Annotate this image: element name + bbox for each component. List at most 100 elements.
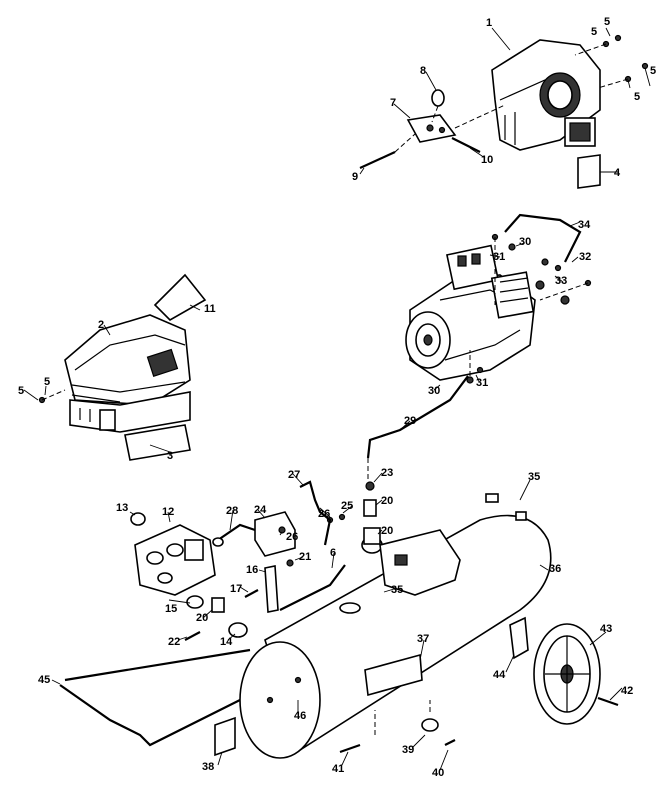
part-6-tube (279, 564, 346, 611)
part-4-label-plate (577, 154, 601, 189)
part-29-discharge-tube (366, 375, 469, 459)
callout-30: 30 (519, 236, 531, 248)
callout-14: 14 (220, 636, 233, 648)
callout-31: 31 (493, 251, 505, 263)
callout-11: 11 (204, 303, 216, 315)
part-28-cord (212, 523, 256, 547)
callout-5: 5 (18, 385, 24, 397)
part-7-bracket (406, 114, 457, 143)
callout-42: 42 (621, 685, 633, 697)
part-13-knob (130, 512, 146, 526)
callout-10: 10 (481, 154, 493, 166)
callout-23: 23 (381, 467, 393, 479)
callout-26: 26 (318, 508, 330, 520)
callout-35: 35 (391, 584, 403, 596)
part-39-drain-valve (421, 718, 439, 732)
part-3-label (124, 424, 191, 461)
callout-24: 24 (254, 504, 267, 516)
part-24-pressure-switch (254, 511, 296, 557)
callout-2: 2 (98, 319, 104, 331)
callout-8: 8 (420, 65, 426, 77)
callout-34: 34 (578, 219, 591, 231)
callout-40: 40 (432, 767, 444, 779)
callout-25: 25 (341, 500, 353, 512)
callout-5: 5 (44, 376, 50, 388)
callout-46: 46 (294, 710, 306, 722)
part-44-axle-bracket (509, 616, 529, 660)
callout-21: 21 (299, 551, 311, 563)
callout-6: 6 (330, 547, 336, 559)
part-42-axle-bolt (597, 696, 619, 707)
callout-33: 33 (555, 275, 567, 287)
part-14-fitting (228, 622, 248, 638)
callout-32: 32 (579, 251, 591, 263)
callout-36: 36 (549, 563, 561, 575)
part-21-fitting (286, 559, 294, 567)
callout-35: 35 (528, 471, 540, 483)
part-43-wheel (533, 623, 601, 725)
callout-7: 7 (390, 97, 396, 109)
callout-17: 17 (230, 583, 242, 595)
part-11-label (153, 273, 207, 321)
part-9-bolt (359, 133, 416, 170)
assembly-line-tank (374, 700, 431, 735)
callout-22: 22 (168, 636, 180, 648)
part-40-drain-cock (444, 739, 456, 746)
part-20-regulator (211, 597, 225, 613)
callout-26: 26 (286, 531, 298, 543)
callout-9: 9 (352, 171, 358, 183)
callout-43: 43 (600, 623, 612, 635)
part-41-foot (339, 743, 361, 754)
callout-4: 4 (614, 167, 621, 179)
part-34-tube (504, 213, 582, 263)
callout-41: 41 (332, 763, 344, 775)
callout-16: 16 (246, 564, 258, 576)
callout-39: 39 (402, 744, 414, 756)
callout-28: 28 (226, 505, 238, 517)
callout-20: 20 (196, 612, 208, 624)
part-17-fitting (244, 589, 259, 598)
callout-1: 1 (486, 17, 492, 29)
callout-labels: 1 5 5 5 5 8 7 9 10 4 11 2 5 5 3 34 30 31… (18, 16, 656, 779)
part-46-bolts (266, 676, 302, 704)
callout-31: 31 (476, 377, 488, 389)
part-27-tube (299, 480, 332, 546)
callout-5: 5 (634, 91, 640, 103)
callout-19: 20 (381, 525, 393, 537)
assembly-line-motor (494, 237, 589, 305)
callout-5: 5 (591, 26, 597, 38)
part-5-screw-left (38, 389, 66, 404)
part-36-tank (239, 514, 552, 759)
callout-45: 45 (38, 674, 50, 686)
part-30-31-fittings (466, 233, 592, 384)
callout-13: 13 (116, 502, 128, 514)
part-38-label (214, 716, 236, 757)
part-1-fan-shroud (491, 39, 601, 151)
assembly-line-shroud (454, 104, 506, 129)
part-18-valve (363, 499, 377, 517)
part-19-check-valve (361, 527, 383, 554)
part-15-gauge (186, 595, 204, 609)
assembly-line-tube (367, 350, 471, 480)
callout-12: 12 (162, 506, 174, 518)
callout-37: 37 (417, 633, 429, 645)
part-5-screws-top (574, 34, 649, 89)
callout-27: 27 (288, 469, 300, 481)
part-16-tube (264, 565, 279, 613)
part-37-label (364, 653, 423, 697)
part-8-pin (431, 89, 445, 123)
callout-38: 38 (202, 761, 214, 773)
part-45-handle (59, 648, 251, 747)
callout-18: 20 (381, 495, 393, 507)
motor-pump-assembly (405, 244, 570, 381)
part-10-bolt (451, 137, 481, 153)
callout-30: 30 (428, 385, 440, 397)
part-22-fitting (184, 631, 201, 641)
callout-15: 15 (165, 603, 177, 615)
callout-5: 5 (604, 16, 610, 28)
part-12-manifold (134, 524, 216, 596)
callout-5: 5 (650, 65, 656, 77)
callout-29: 29 (404, 415, 416, 427)
part-35-feet (485, 493, 527, 521)
